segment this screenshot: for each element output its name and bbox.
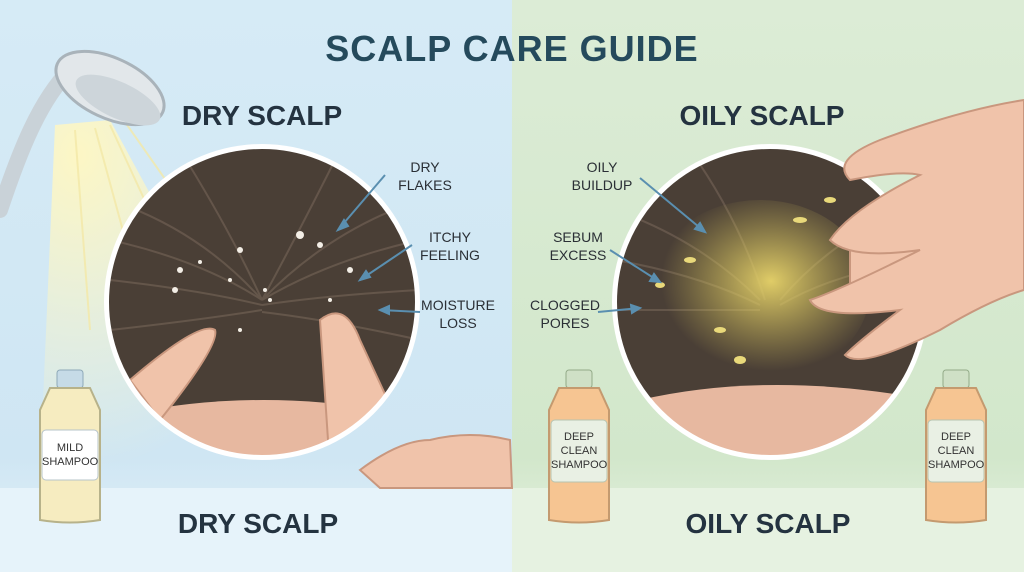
oily-bottle-left-label: DEEP CLEAN SHAMPOO [551, 431, 608, 471]
oily-arrows [597, 177, 708, 315]
dry-bottle-label: MILD SHAMPOO [42, 442, 99, 468]
dry-heading: DRY SCALP [181, 100, 343, 131]
dry-label-flakes: DRY FLAKES [398, 159, 452, 193]
dry-arrows [335, 174, 421, 316]
oily-label-clogged: CLOGGED PORES [529, 297, 600, 331]
hand-icon [808, 98, 1024, 361]
oily-label-sebum: SEBUM EXCESS [549, 229, 607, 263]
hand-icon [358, 434, 514, 489]
oily-footer-label: OILY SCALP [685, 508, 851, 539]
oily-heading: OILY SCALP [679, 100, 845, 131]
dry-label-itchy: ITCHY FEELING [420, 229, 480, 263]
shampoo-bottle-icon [548, 369, 610, 524]
shampoo-bottle-icon [925, 369, 987, 524]
dry-label-moisture: MOISTURE LOSS [421, 297, 495, 331]
shower-head-icon [0, 49, 166, 218]
shampoo-bottle-icon [39, 369, 101, 524]
oily-label-buildup: OILY BUILDUP [571, 159, 633, 193]
oily-bottle-right-label: DEEP CLEAN SHAMPOO [928, 431, 985, 471]
dry-footer-label: DRY SCALP [177, 508, 339, 539]
page-title: SCALP CARE GUIDE [325, 28, 699, 69]
